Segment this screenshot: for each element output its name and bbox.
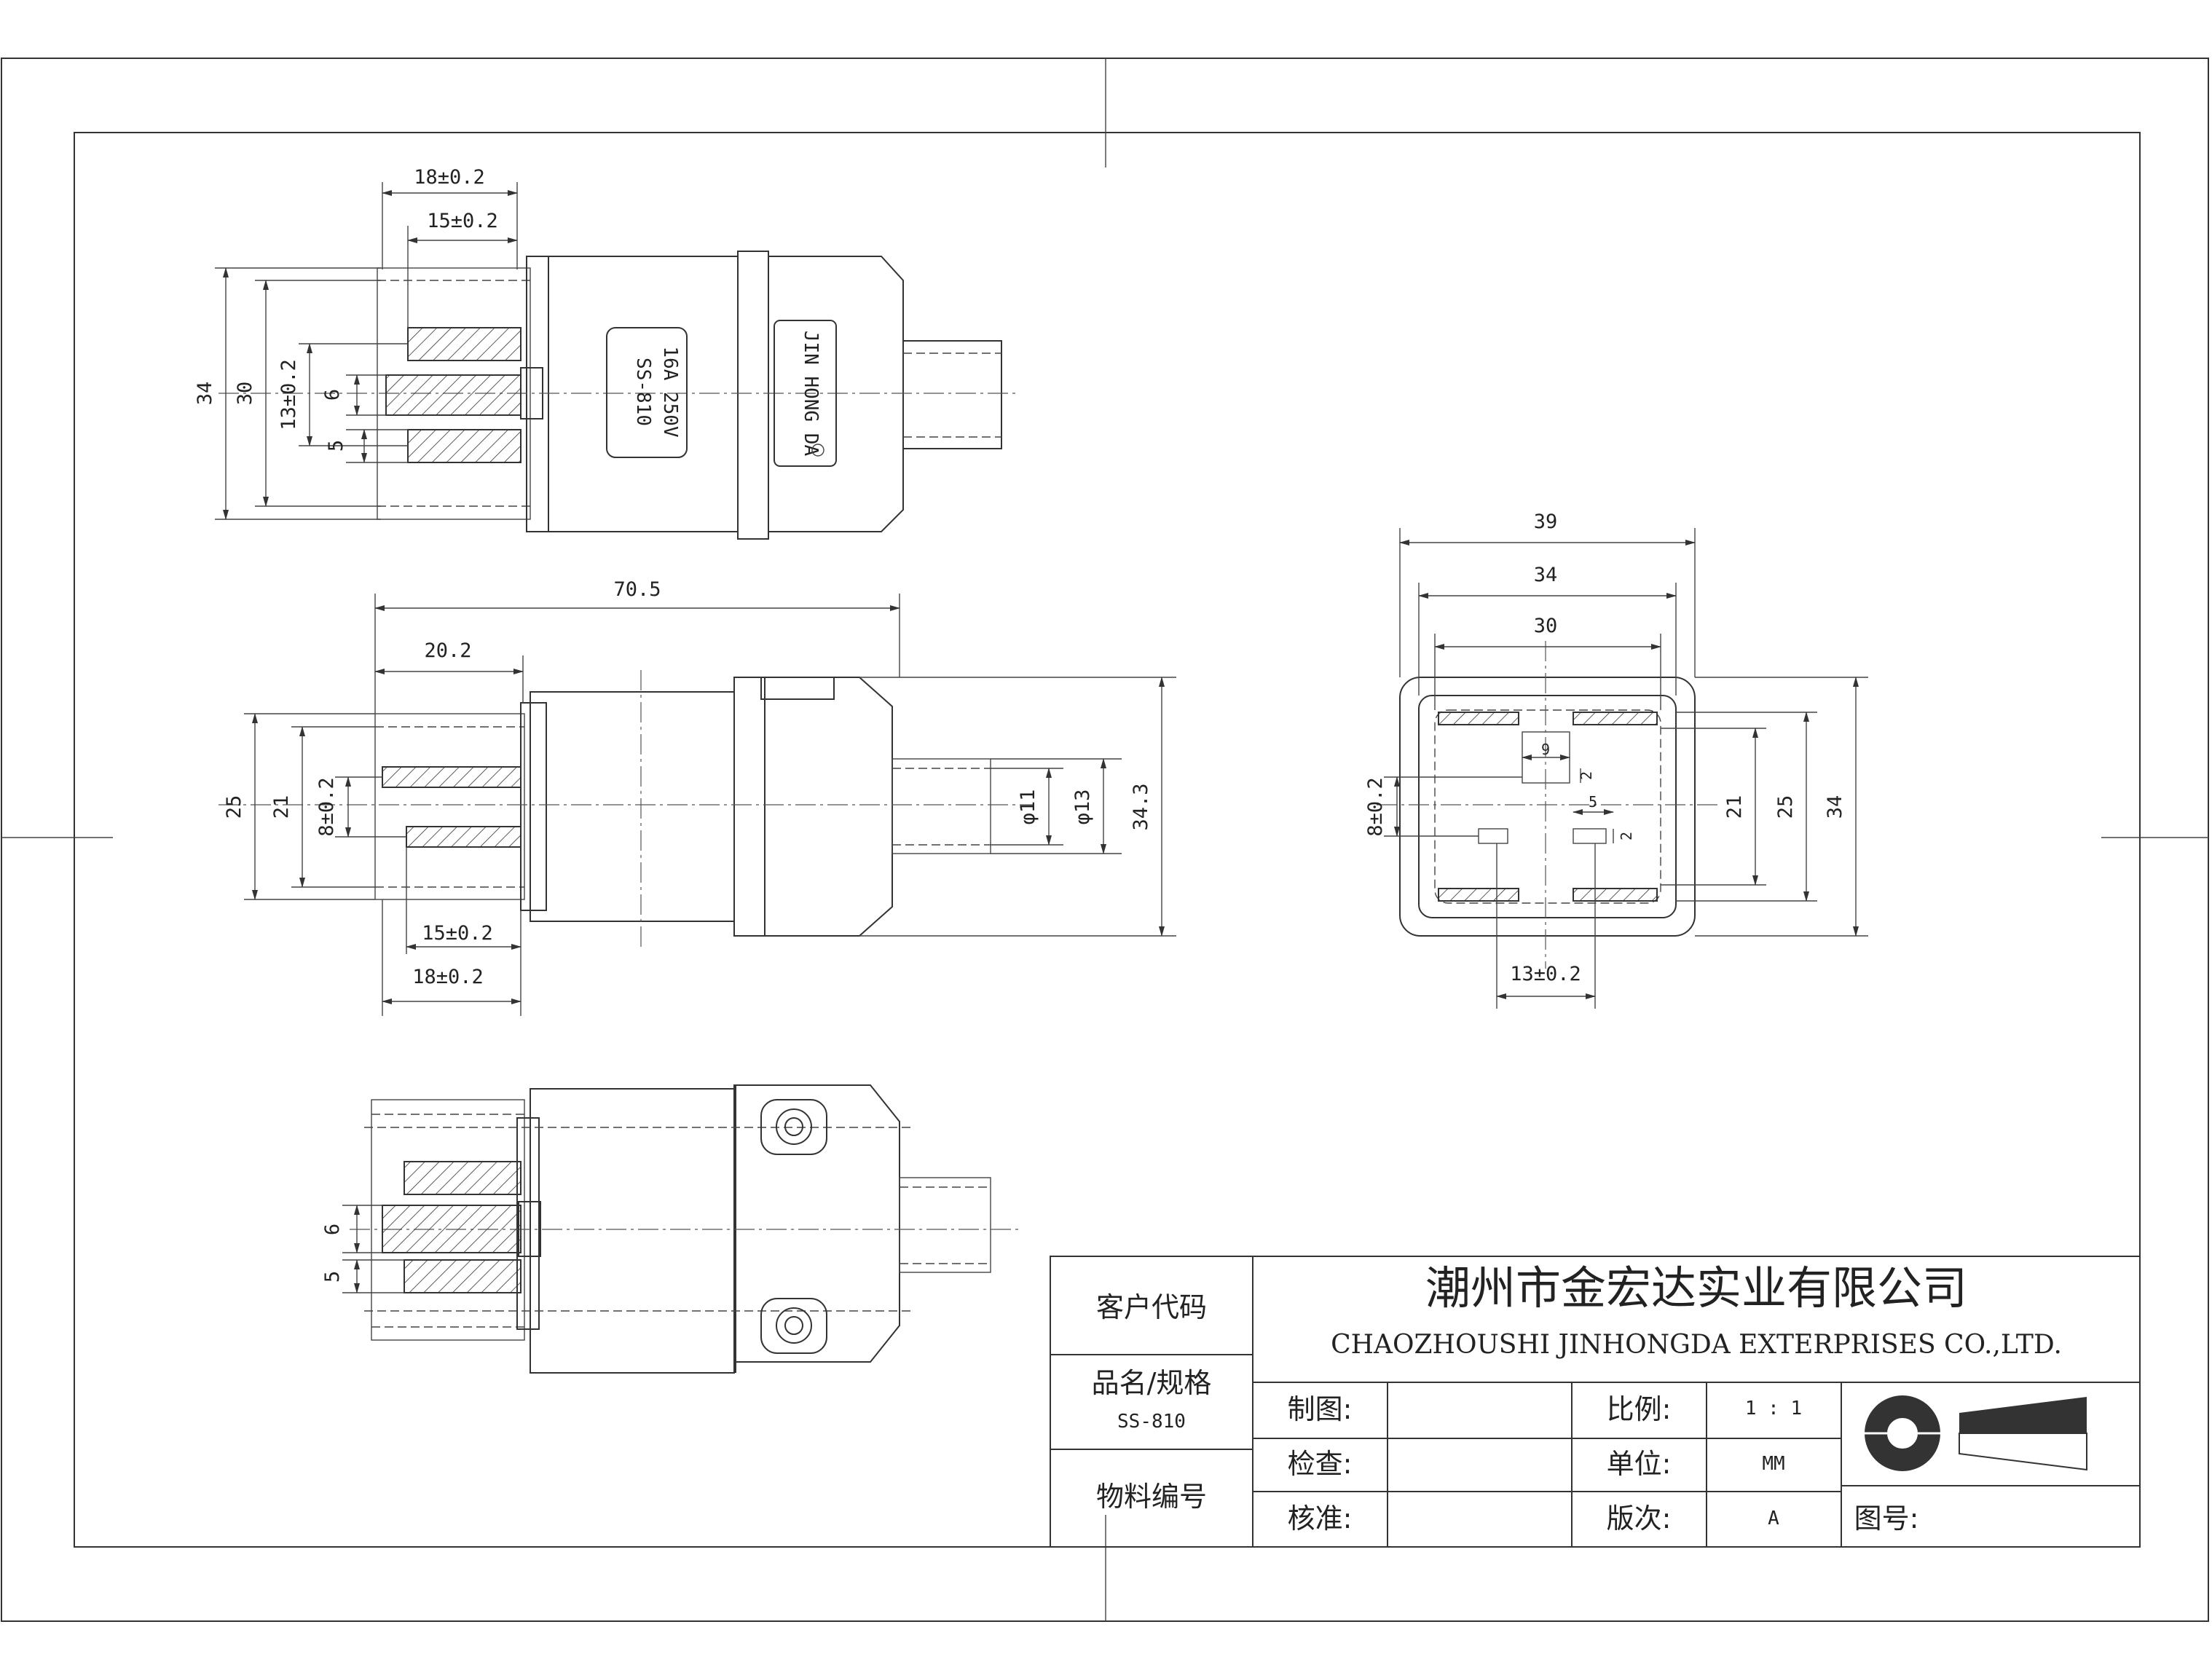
dim-18-top: 18±0.2 xyxy=(414,166,485,189)
side-pin-bottom xyxy=(406,826,521,848)
bottom-pin-bottom xyxy=(404,1259,521,1293)
live-contact xyxy=(1478,828,1508,844)
dim-phi-13: φ13 xyxy=(1071,789,1094,825)
bottom-pin-middle xyxy=(382,1205,521,1253)
bottom-body-rear xyxy=(733,1084,900,1363)
ground-mark-icon xyxy=(811,444,824,457)
screw-boss-top xyxy=(760,1099,827,1155)
approved-label: 核准: xyxy=(1288,1502,1353,1535)
revision-label: 版次: xyxy=(1607,1502,1672,1535)
dim-34-3: 34.3 xyxy=(1130,783,1152,830)
dim-34-front-right: 34 xyxy=(1824,795,1846,819)
dim-15-top: 15±0.2 xyxy=(427,210,498,232)
dim-18-side: 18±0.2 xyxy=(412,966,484,988)
customer-code-label: 客户代码 xyxy=(1096,1291,1207,1323)
dim-8-side: 8±0.2 xyxy=(315,777,338,836)
dim-15-side: 15±0.2 xyxy=(422,922,493,945)
pin-top xyxy=(407,327,521,361)
revision-value: A xyxy=(1768,1508,1779,1529)
dim-13-front: 13±0.2 xyxy=(1510,963,1581,985)
projection-symbol-icon xyxy=(1854,1395,2087,1471)
dim-34-top: 34 xyxy=(194,382,216,406)
pin-middle xyxy=(385,374,521,416)
bottom-pin-top xyxy=(404,1161,521,1195)
dim-34-front: 34 xyxy=(1534,564,1558,586)
rating-label-plate xyxy=(606,327,688,458)
front-inner xyxy=(1418,695,1677,918)
screw-boss-bottom xyxy=(760,1298,827,1354)
screw-hole-bottom-icon xyxy=(776,1307,812,1344)
front-hatch-bottom-right xyxy=(1573,888,1658,902)
checked-label: 检查: xyxy=(1288,1448,1353,1480)
drawing-no-label: 图号: xyxy=(1854,1502,1919,1535)
outer-border xyxy=(1,58,2209,1622)
bottom-body-front xyxy=(530,1088,735,1374)
dim-phi-11: φ11 xyxy=(1017,789,1039,825)
scale-label: 比例: xyxy=(1607,1393,1672,1425)
bottom-view: 6 5 xyxy=(321,1084,1020,1374)
dim-5-front: 5 xyxy=(1589,793,1597,811)
body-rear xyxy=(737,251,904,540)
pin-bottom xyxy=(407,429,521,463)
front-hatch-top-left xyxy=(1438,712,1519,725)
brand-label-plate xyxy=(774,320,837,467)
front-hatch-top-right xyxy=(1573,712,1658,725)
side-pin-top xyxy=(382,766,521,788)
plate-rating-text: 16A 250V xyxy=(659,346,681,437)
bottom-cable-stub xyxy=(899,1177,991,1273)
dim-21-front: 21 xyxy=(1723,795,1746,819)
material-no-label: 物料编号 xyxy=(1096,1481,1207,1513)
dim-5-top: 5 xyxy=(325,440,347,452)
side-body-rear xyxy=(733,677,893,937)
brand-text: JIN HONG DA xyxy=(800,331,822,457)
side-sleeve xyxy=(374,713,525,900)
dim-30-front: 30 xyxy=(1534,615,1558,637)
side-view: 70.5 20.2 25 21 8±0.2 15±0.2 18±0.2 φ11 xyxy=(219,578,1176,1016)
unit-label: 单位: xyxy=(1607,1448,1672,1480)
top-view: SS-810 16A 250V JIN HONG DA 18±0.2 15±0.… xyxy=(194,166,1020,540)
screw-hole-top-icon xyxy=(776,1108,812,1145)
dim-21-side: 21 xyxy=(270,795,293,819)
dim-30-top: 30 xyxy=(234,382,256,406)
side-body-front xyxy=(530,691,735,922)
dim-8-front: 8±0.2 xyxy=(1364,777,1387,836)
dim-39: 39 xyxy=(1534,511,1558,533)
dim-25-side: 25 xyxy=(223,795,245,819)
front-view: 39 34 30 8±0.2 21 25 34 13±0.2 xyxy=(1364,511,1868,1009)
title-block: 客户代码 品名/规格 SS-810 物料编号 潮州市金宏达实业有限公司 CHAO… xyxy=(1050,1256,2141,1548)
company-name-cn: 潮州市金宏达实业有限公司 xyxy=(1425,1261,1967,1315)
dim-9-front: 9 xyxy=(1541,741,1550,758)
dim-13-top: 13±0.2 xyxy=(278,359,300,430)
dim-2b-front: 2 xyxy=(1618,832,1635,840)
front-hatch-bottom-left xyxy=(1438,888,1519,902)
front-outer xyxy=(1399,677,1696,937)
dim-5-bottom: 5 xyxy=(321,1271,344,1283)
dim-20-2: 20.2 xyxy=(424,639,471,662)
plate-model-text: SS-810 xyxy=(632,358,654,426)
cable-stub xyxy=(902,340,1002,449)
neutral-contact xyxy=(1573,828,1607,844)
dim-25-front: 25 xyxy=(1774,795,1797,819)
plug-sleeve xyxy=(377,267,531,520)
drawn-label: 制图: xyxy=(1288,1393,1353,1425)
product-spec-label: 品名/规格 xyxy=(1092,1367,1212,1399)
dim-6-top: 6 xyxy=(321,389,344,401)
company-name-en: CHAOZHOUSHI JINHONGDA EXTERPRISES CO.,LT… xyxy=(1331,1330,2062,1360)
dim-70-5: 70.5 xyxy=(613,578,661,601)
dim-6-bottom: 6 xyxy=(321,1224,344,1235)
product-spec-value: SS-810 xyxy=(1117,1411,1186,1433)
side-cable-stub xyxy=(892,758,991,854)
scale-value: 1 : 1 xyxy=(1745,1398,1802,1419)
dim-2a-front: 2 xyxy=(1578,771,1595,780)
unit-value: MM xyxy=(1762,1453,1784,1475)
bottom-sleeve xyxy=(371,1099,525,1341)
